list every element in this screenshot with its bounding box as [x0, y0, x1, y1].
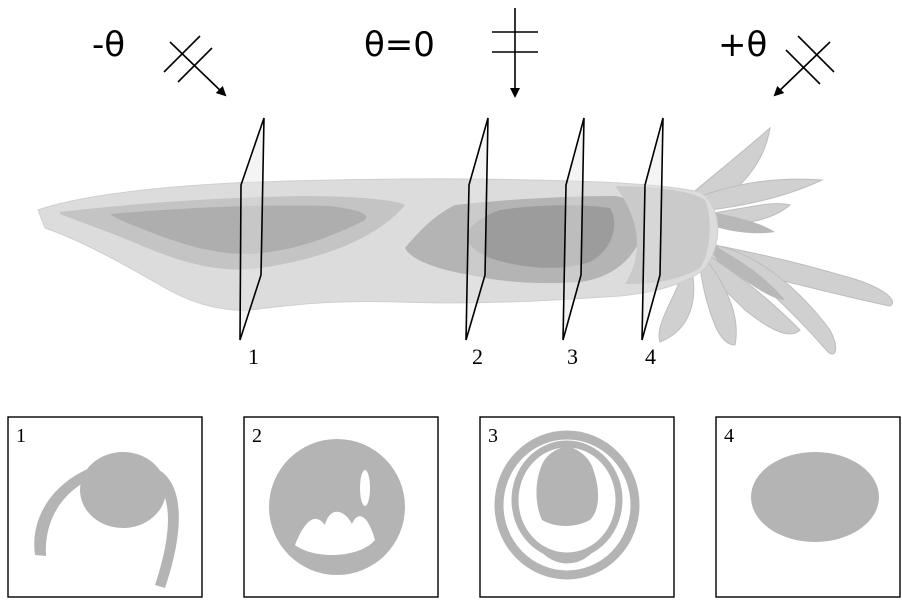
beam-center-arrow-icon	[492, 8, 538, 98]
section-plane-2	[465, 117, 489, 341]
cross-section-panel-1: 1	[7, 416, 203, 598]
plane-label-4: 4	[645, 344, 656, 369]
panel-label-2: 2	[252, 425, 262, 447]
angle-label-right: +θ	[718, 25, 767, 65]
squid-tentacles	[658, 126, 893, 355]
squid-organs-dark	[466, 205, 615, 268]
panel-label-1: 1	[16, 425, 26, 447]
squid-head	[615, 186, 710, 285]
section-plane-1	[239, 117, 265, 341]
section-plane-3	[562, 117, 585, 341]
beam-left: -θ	[92, 25, 227, 97]
plane-label-3: 3	[567, 344, 578, 369]
beam-right: +θ	[718, 25, 835, 97]
plane-label-2: 2	[472, 344, 483, 369]
panel-label-4: 4	[724, 425, 734, 447]
plane-label-1: 1	[248, 344, 259, 369]
squid-fin-core	[110, 205, 367, 255]
beam-left-arrow-icon	[163, 35, 227, 97]
beam-right-arrow-icon	[773, 35, 835, 97]
squid-tentacles-dark	[700, 210, 785, 300]
squid-illustration	[37, 126, 893, 355]
cross-section-panel-3: 3	[479, 416, 675, 598]
cross-section-panel-2: 2	[243, 416, 439, 598]
beam-center: θ=0	[364, 8, 538, 98]
panel-label-3: 3	[488, 425, 498, 447]
section-plane-4	[641, 117, 664, 341]
section-planes	[239, 117, 664, 341]
angle-label-left: -θ	[92, 25, 125, 65]
cross-section-panel-4: 4	[715, 416, 901, 598]
angle-label-center: θ=0	[364, 25, 435, 65]
